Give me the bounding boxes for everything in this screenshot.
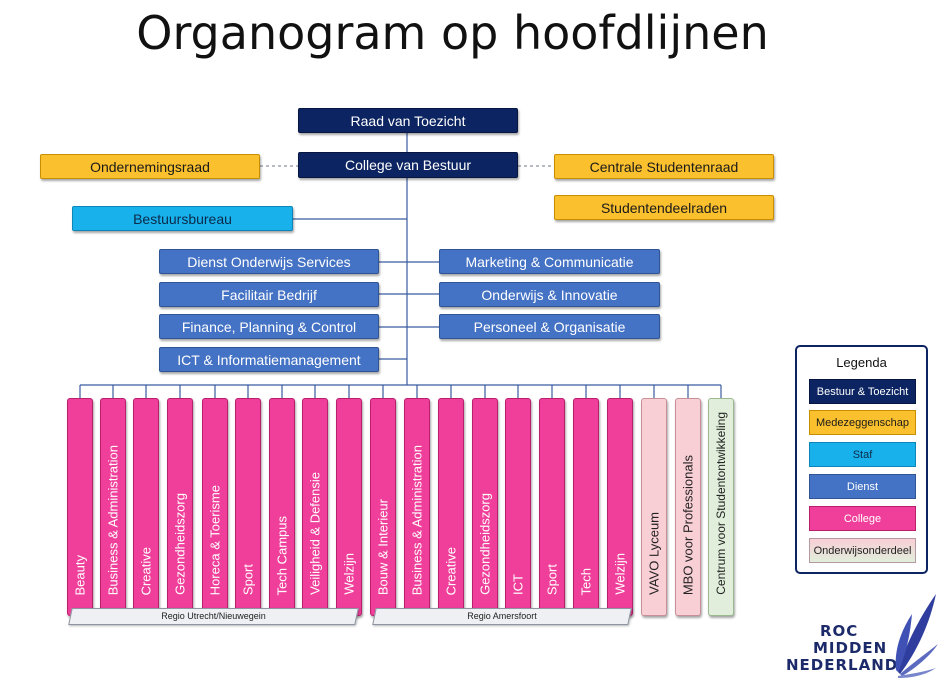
college-label: ICT (510, 574, 526, 595)
college-label: Veiligheid & Defensie (307, 472, 323, 595)
college-column: ICT (505, 398, 531, 616)
college-column: Creative (133, 398, 159, 616)
service-box-right-1: Marketing & Communicatie (439, 249, 660, 274)
college-label: Beauty (72, 554, 88, 595)
onderwijsonderdeel-label: MBO voor Professionals (680, 454, 696, 595)
region-utrecht-label: Regio Utrecht/Nieuwegein (161, 611, 266, 621)
college-column: Sport (539, 398, 565, 616)
page-title: Organogram op hoofdlijnen (136, 6, 769, 60)
college-label: Tech Campus (274, 515, 290, 595)
raad-van-toezicht-box: Raad van Toezicht (298, 108, 518, 133)
logo-line-2: MIDDEN (813, 639, 888, 657)
college-van-bestuur-box: College van Bestuur (298, 152, 518, 178)
college-column: Tech (573, 398, 599, 616)
legend-item-college: College (809, 506, 916, 531)
college-column: Creative (438, 398, 464, 616)
centrale-studentenraad-box: Centrale Studentenraad (554, 154, 774, 179)
onderwijsonderdeel-column: Centrum voor Studentontwikkeling (708, 398, 734, 616)
college-label: Tech (578, 567, 594, 595)
college-label: Bouw & Interieur (375, 498, 391, 595)
college-column: Veiligheid & Defensie (302, 398, 328, 616)
college-column: Gezondheidszorg (472, 398, 498, 616)
logo-line-3: NEDERLAND (786, 656, 899, 674)
college-label: Sport (544, 563, 560, 595)
logo-line-1: ROC (820, 622, 859, 640)
onderwijsonderdeel-label: Centrum voor Studentontwikkeling (714, 412, 728, 595)
roc-logo: ROC MIDDEN NEDERLAND (786, 592, 940, 682)
college-column: Business & Administration (100, 398, 126, 616)
legend: Legenda Bestuur & Toezicht Medezeggensch… (795, 345, 928, 574)
bestuursbureau-box: Bestuursbureau (72, 206, 293, 231)
college-column: Bouw & Interieur (370, 398, 396, 616)
onderwijsonderdeel-column: MBO voor Professionals (675, 398, 701, 616)
service-box-right-2: Onderwijs & Innovatie (439, 282, 660, 307)
college-column: Business & Administration (404, 398, 430, 616)
college-label: Creative (138, 546, 154, 595)
college-column: Sport (235, 398, 261, 616)
college-label: Business & Administration (105, 444, 121, 595)
college-label: Gezondheidszorg (172, 493, 188, 595)
college-label: Sport (240, 563, 256, 595)
college-label: Welzijn (341, 553, 357, 595)
legend-item-bestuur: Bestuur & Toezicht (809, 379, 916, 404)
legend-item-medezeggenschap: Medezeggenschap (809, 410, 916, 435)
college-column: Welzijn (607, 398, 633, 616)
studentendeelraden-box: Studentendeelraden (554, 195, 774, 220)
college-column: Gezondheidszorg (167, 398, 193, 616)
college-label: Creative (443, 546, 459, 595)
college-column: Tech Campus (269, 398, 295, 616)
college-column: Horeca & Toerisme (202, 398, 228, 616)
onderwijsonderdeel-label: VAVO Lyceum (646, 512, 662, 595)
onderwijsonderdeel-column: VAVO Lyceum (641, 398, 667, 616)
service-box-left-4: ICT & Informatiemanagement (159, 347, 379, 372)
feather-icon (895, 594, 938, 678)
legend-item-onderwijsonderdeel: Onderwijsonderdeel (809, 538, 916, 563)
ondernemingsraad-box: Ondernemingsraad (40, 154, 260, 179)
college-column: Beauty (67, 398, 93, 616)
college-column: Welzijn (336, 398, 362, 616)
legend-title: Legenda (836, 355, 887, 370)
region-amersfoort: Regio Amersfoort (372, 608, 632, 625)
service-box-left-3: Finance, Planning & Control (159, 314, 379, 339)
college-label: Welzijn (612, 553, 628, 595)
college-label: Horeca & Toerisme (207, 484, 223, 595)
service-box-right-3: Personeel & Organisatie (439, 314, 660, 339)
region-utrecht: Regio Utrecht/Nieuwegein (68, 608, 359, 625)
college-label: Business & Administration (409, 444, 425, 595)
legend-item-staf: Staf (809, 442, 916, 467)
region-amersfoort-label: Regio Amersfoort (467, 611, 537, 621)
service-box-left-1: Dienst Onderwijs Services (159, 249, 379, 274)
service-box-left-2: Facilitair Bedrijf (159, 282, 379, 307)
college-label: Gezondheidszorg (477, 493, 493, 595)
legend-item-dienst: Dienst (809, 474, 916, 499)
